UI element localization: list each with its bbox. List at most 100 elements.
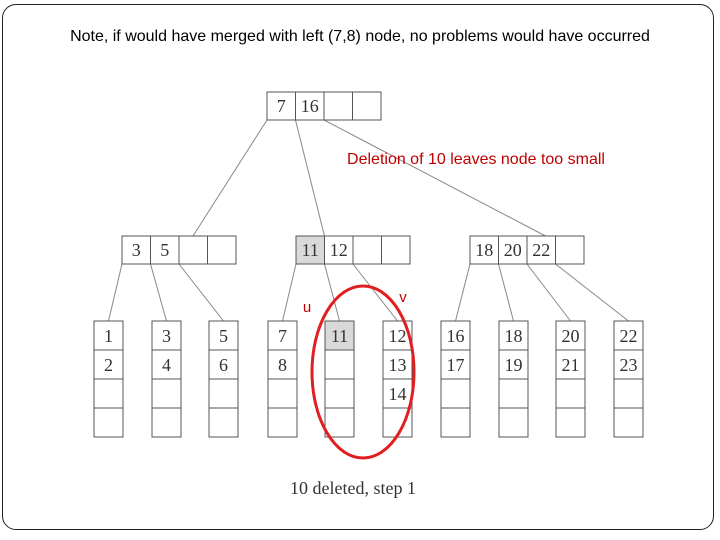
key-cell (208, 378, 239, 409)
key-cell (526, 235, 556, 265)
key-label: 7 (277, 96, 286, 116)
tree-edge (178, 263, 224, 322)
key-cell (613, 320, 644, 351)
leaf-node: 34 (151, 320, 182, 438)
key-cell (266, 91, 296, 121)
key-cell (323, 91, 353, 121)
key-cell (613, 407, 644, 438)
key-label: 5 (160, 240, 169, 260)
tree-edges (108, 119, 629, 322)
step-caption: 10 deleted, step 1 (290, 478, 416, 498)
deletion-annotation: Deletion of 10 leaves node too small (347, 151, 605, 168)
key-cell (207, 235, 237, 265)
key-cell (555, 235, 585, 265)
key-cell (93, 349, 124, 380)
label-v: v (399, 289, 407, 306)
tree-edge (498, 263, 514, 322)
leaf-node: 12 (93, 320, 124, 438)
key-label: 22 (532, 240, 550, 260)
key-cell (440, 378, 471, 409)
key-cell (440, 320, 471, 351)
key-label: 22 (620, 326, 638, 346)
key-cell (295, 235, 325, 265)
tree-edge (150, 263, 167, 322)
key-label: 7 (278, 326, 287, 346)
key-label: 14 (389, 384, 407, 404)
key-label: 21 (562, 355, 580, 375)
key-label: 16 (301, 96, 319, 116)
key-label: 11 (302, 240, 319, 260)
key-cell (267, 349, 298, 380)
tree-edge (324, 263, 340, 322)
key-cell (498, 320, 529, 351)
key-cell (352, 91, 382, 121)
key-cell (498, 378, 529, 409)
key-label: 18 (505, 326, 523, 346)
key-cell (150, 235, 180, 265)
key-cell (151, 407, 182, 438)
key-cell (555, 378, 586, 409)
key-label: 16 (447, 326, 465, 346)
tree-edge (323, 119, 546, 237)
key-cell (555, 320, 586, 351)
internal-node: 18 20 22 (469, 235, 585, 265)
key-cell (208, 320, 239, 351)
key-label: 20 (562, 326, 580, 346)
key-cell (440, 407, 471, 438)
key-cell (93, 407, 124, 438)
key-cell (555, 349, 586, 380)
leaf-node: 11 (324, 320, 355, 438)
tree-edge (352, 263, 398, 322)
key-cell (267, 378, 298, 409)
key-label: 1 (104, 326, 113, 346)
leaf-node: 56 (208, 320, 239, 438)
key-label: 23 (620, 355, 638, 375)
key-label: 11 (331, 326, 348, 346)
key-cell (498, 407, 529, 438)
key-cell (613, 378, 644, 409)
slide-title: Note, if would have merged with left (7,… (70, 28, 650, 45)
key-label: 12 (389, 326, 407, 346)
key-label: 18 (475, 240, 493, 260)
tree-edge (555, 263, 629, 322)
key-cell (324, 407, 355, 438)
key-label: 6 (219, 355, 228, 375)
key-cell (555, 407, 586, 438)
tree-edge (282, 263, 297, 322)
key-label: 3 (162, 326, 171, 346)
key-label: 2 (104, 355, 113, 375)
label-u: u (303, 299, 311, 316)
tree-edge (455, 263, 471, 322)
key-cell (93, 378, 124, 409)
key-label: 8 (278, 355, 287, 375)
key-label: 3 (132, 240, 141, 260)
key-label: 4 (162, 355, 171, 375)
tree-edge (295, 119, 325, 237)
root-node: 7 16 (266, 91, 382, 121)
tree-edge (108, 263, 123, 322)
slide-frame (2, 4, 714, 530)
key-cell (469, 235, 499, 265)
key-label: 20 (504, 240, 522, 260)
key-cell (178, 235, 208, 265)
key-cell (324, 320, 355, 351)
key-cell (498, 349, 529, 380)
key-cell (613, 349, 644, 380)
key-cell (295, 91, 325, 121)
key-cell (151, 378, 182, 409)
key-cell (381, 235, 411, 265)
tree-edge (192, 119, 268, 237)
tree-edge (526, 263, 571, 322)
key-cell (324, 378, 355, 409)
key-label: 13 (389, 355, 407, 375)
key-label: 17 (447, 355, 465, 375)
highlight-ellipse (310, 284, 416, 460)
key-cell (324, 349, 355, 380)
